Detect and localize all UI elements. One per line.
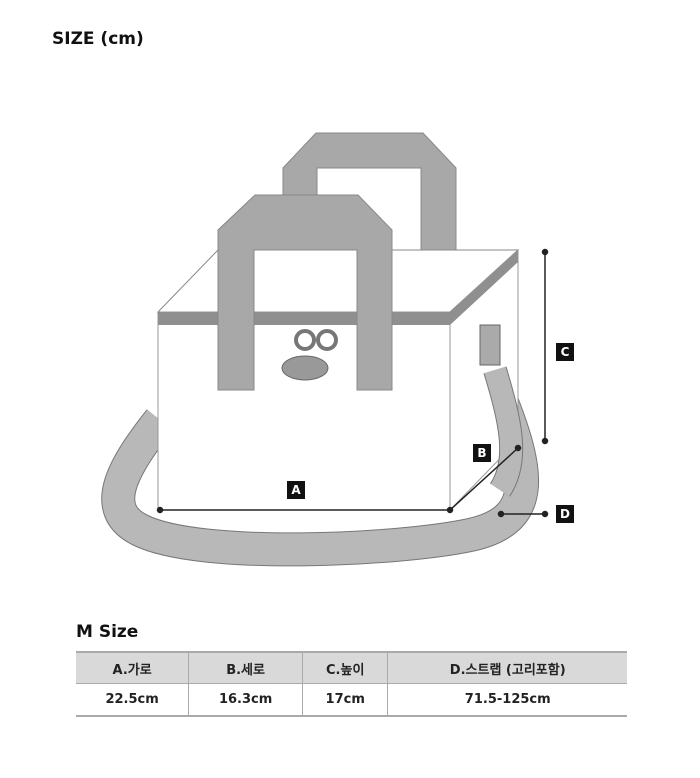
page-title: SIZE (cm) [52,29,144,49]
zipper-side [450,250,518,325]
value-a: 22.5cm [76,683,189,717]
table-title: M Size [76,622,139,642]
label-b: B [473,444,491,462]
strap-clip-icon [479,324,501,366]
dimension-lines [156,248,549,518]
value-c: 17cm [301,683,388,717]
front-handle [217,194,393,391]
bag-diagram [101,132,549,567]
logo-badge [281,355,329,381]
header-d: D.스트랩 (고리포함) [387,651,627,684]
zipper-pulls-icon [294,329,338,351]
strap-back [101,378,540,567]
header-a: A.가로 [76,651,189,684]
value-b: 16.3cm [188,683,303,717]
strap-front [483,366,524,497]
label-d: D [556,505,574,523]
table-header-row: A.가로 B.세로 C.높이 D.스트랩 (고리포함) [76,651,627,684]
label-c: C [556,343,574,361]
label-a: A [287,481,305,499]
table-row: 22.5cm 16.3cm 17cm 71.5-125cm [76,683,627,717]
header-b: B.세로 [188,651,303,684]
zipper-front [158,312,450,325]
header-c: C.높이 [301,651,388,684]
size-table: A.가로 B.세로 C.높이 D.스트랩 (고리포함) 22.5cm 16.3c… [76,651,627,717]
value-d: 71.5-125cm [387,683,627,717]
